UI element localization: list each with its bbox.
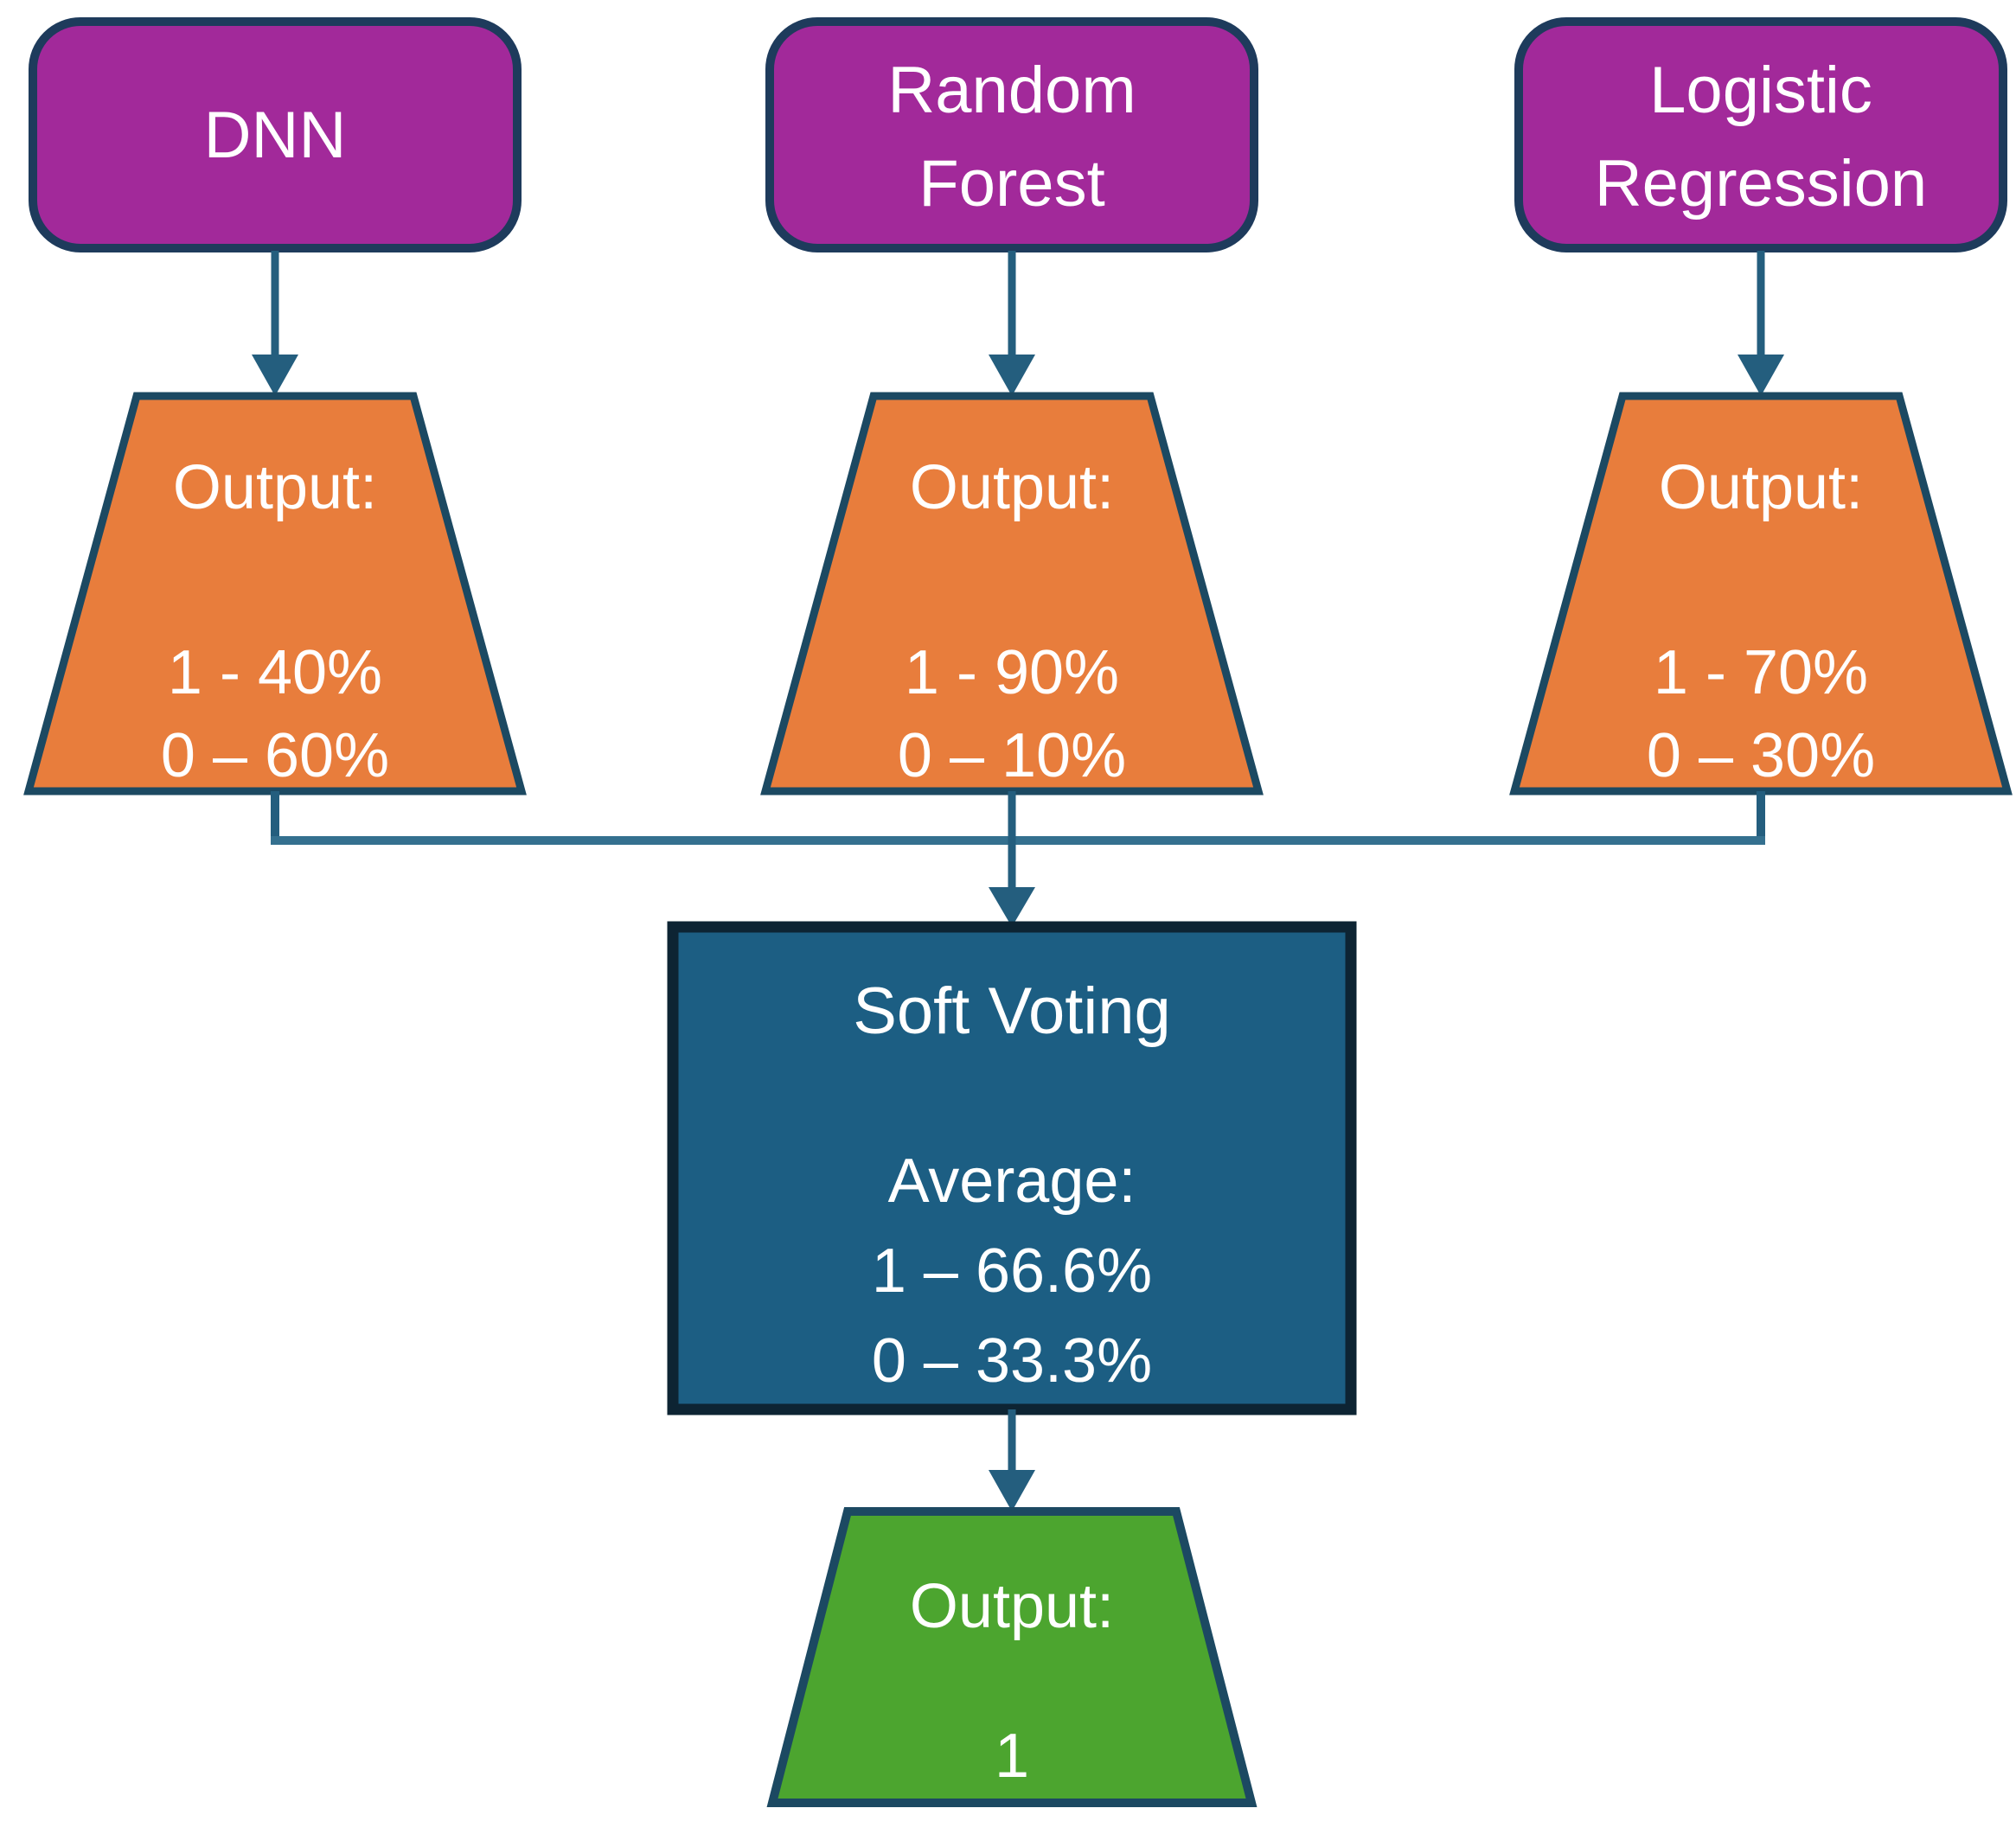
random-forest-output-trapezoid <box>760 392 1264 795</box>
final-output-node: Output: 1 <box>766 1507 1258 1807</box>
logistic-regression-prob-class0: 0 – 30% <box>1647 721 1875 790</box>
dnn-label: DNN <box>204 99 347 172</box>
logistic-regression-prob-class1: 1 - 70% <box>1654 638 1868 707</box>
model-node-random-forest: Random Forest <box>765 17 1258 252</box>
final-output-value: 1 <box>995 1722 1029 1791</box>
logistic-regression-output-title: Output: <box>1659 453 1863 522</box>
dnn-output-trapezoid <box>23 392 527 795</box>
soft-voting-title: Soft Voting <box>853 974 1171 1048</box>
soft-voting-avg-class0: 0 – 33.3% <box>872 1326 1152 1396</box>
random-forest-prob-class0: 0 – 10% <box>898 721 1126 790</box>
model-node-dnn: DNN <box>29 17 522 252</box>
soft-voting-avg-class1: 1 – 66.6% <box>872 1236 1152 1306</box>
merge-connector <box>271 791 1765 927</box>
random-forest-output-title: Output: <box>910 453 1114 522</box>
output-node-random-forest: Output: 1 - 90% 0 – 10% <box>760 392 1264 795</box>
final-output-trapezoid <box>766 1507 1258 1807</box>
final-output-title: Output: <box>910 1572 1114 1641</box>
random-forest-box <box>765 17 1258 252</box>
soft-voting-box <box>667 921 1357 1415</box>
arrow-head <box>989 355 1035 396</box>
soft-voting-node: Soft Voting Average: 1 – 66.6% 0 – 33.3% <box>667 921 1357 1415</box>
arrow-voting-to-final <box>989 1409 1035 1511</box>
logistic-regression-output-trapezoid <box>1509 392 2013 795</box>
logistic-regression-label-line2: Regression <box>1595 147 1927 220</box>
output-node-logistic-regression: Output: 1 - 70% 0 – 30% <box>1509 392 2013 795</box>
random-forest-label-line1: Random <box>887 54 1136 127</box>
arrow-head <box>989 1470 1035 1511</box>
dnn-output-title: Output: <box>173 453 377 522</box>
merge-to-voting-arrow-head <box>989 887 1035 927</box>
arrow-logistic-regression-to-output <box>1738 251 1784 396</box>
logistic-regression-box <box>1514 17 2007 252</box>
soft-voting-subtitle: Average: <box>888 1147 1136 1216</box>
dnn-prob-class0: 0 – 60% <box>161 721 389 790</box>
model-node-logistic-regression: Logistic Regression <box>1514 17 2007 252</box>
arrow-head <box>1738 355 1784 396</box>
logistic-regression-label-line1: Logistic <box>1649 54 1872 127</box>
arrow-head <box>252 355 298 396</box>
arrow-random-forest-to-output <box>989 251 1035 396</box>
arrow-dnn-to-output <box>252 251 298 396</box>
dnn-prob-class1: 1 - 40% <box>168 638 382 707</box>
random-forest-label-line2: Forest <box>918 147 1104 220</box>
dnn-box <box>29 17 522 252</box>
random-forest-prob-class1: 1 - 90% <box>905 638 1119 707</box>
output-node-dnn: Output: 1 - 40% 0 – 60% <box>23 392 527 795</box>
